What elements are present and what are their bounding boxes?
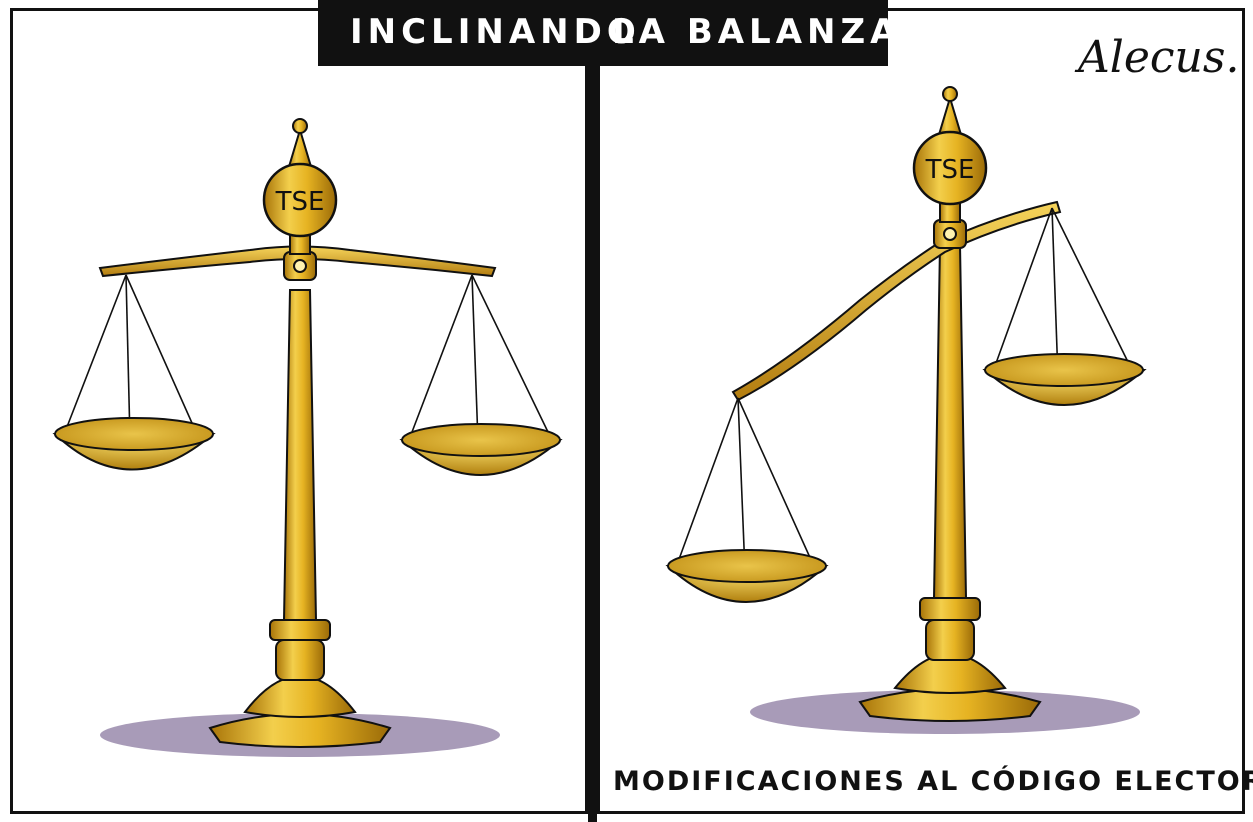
left-tse-label: TSE xyxy=(275,187,325,217)
right-tse-badge xyxy=(912,130,988,206)
right-scale-right-pan xyxy=(982,207,1147,406)
artist-signature: Alecus. xyxy=(1078,32,1240,83)
panel-divider xyxy=(588,0,597,822)
left-scale: TSE xyxy=(52,118,563,757)
title-left-text: INCLINANDO xyxy=(350,12,641,52)
left-pillar xyxy=(282,289,318,621)
left-scale-left-pan xyxy=(52,274,216,471)
right-scale: TSE xyxy=(665,86,1147,734)
left-scale-right-pan xyxy=(399,274,563,476)
title-bar xyxy=(318,0,888,66)
right-pillar xyxy=(932,244,968,599)
title-right-text: LA BALANZA xyxy=(612,12,902,52)
right-beam xyxy=(731,200,1062,402)
left-tse-badge xyxy=(262,162,338,238)
right-scale-left-pan xyxy=(665,397,829,603)
right-tse-label: TSE xyxy=(925,155,975,185)
caption-text: MODIFICACIONES AL CÓDIGO ELECTORAL xyxy=(613,766,1253,797)
